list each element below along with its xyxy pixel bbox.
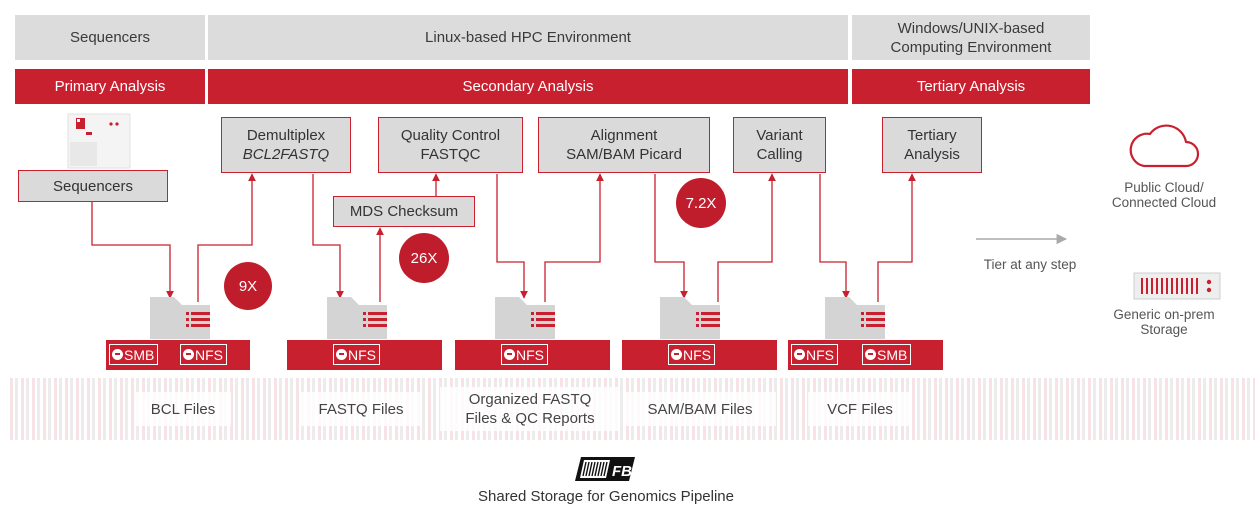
protocol-icon — [794, 349, 805, 360]
protocol-icon — [671, 349, 682, 360]
protocol-bar: SMB NFS — [106, 340, 250, 370]
cloud-icon — [1129, 124, 1200, 168]
speedup-badge-md5: 26X — [399, 233, 449, 283]
step-md5-checksum: MDS Checksum — [333, 196, 475, 227]
phase-tertiary: Tertiary Analysis — [852, 69, 1090, 104]
file-tier-fastq: FASTQ Files — [300, 392, 422, 426]
protocol-icon — [183, 349, 194, 360]
protocol-icon — [504, 349, 515, 360]
protocol-bar: NFS — [622, 340, 777, 370]
protocol-icon — [865, 349, 876, 360]
protocol-chip: NFS — [333, 344, 380, 365]
protocol-chip: NFS — [180, 344, 227, 365]
env-linux-hpc: Linux-based HPC Environment — [208, 15, 848, 60]
protocol-bar: NFS — [455, 340, 610, 370]
file-tier-sambam: SAM/BAM Files — [624, 392, 776, 426]
step-sequencers: Sequencers — [18, 170, 168, 202]
public-cloud-label: Public Cloud/ Connected Cloud — [1111, 180, 1217, 210]
folder-icon — [495, 297, 555, 339]
speedup-badge-demux: 9X — [224, 262, 272, 310]
tier-any-step-label: Tier at any step — [983, 257, 1077, 272]
protocol-bar: NFS SMB — [788, 340, 943, 370]
protocol-bar: NFS — [287, 340, 442, 370]
footer-caption: Shared Storage for Genomics Pipeline — [478, 488, 734, 505]
file-tier-organized: Organized FASTQ Files & QC Reports — [440, 387, 620, 431]
phase-secondary: Secondary Analysis — [208, 69, 848, 104]
onprem-storage-label: Generic on-prem Storage — [1113, 307, 1215, 337]
speedup-badge-align: 7.2X — [676, 178, 726, 228]
server-icon — [1133, 272, 1221, 300]
env-sequencers: Sequencers — [15, 15, 205, 60]
step-alignment: Alignment SAM/BAM Picard — [538, 117, 710, 173]
file-tier-vcf: VCF Files — [808, 392, 912, 426]
protocol-chip: NFS — [668, 344, 715, 365]
folder-icon — [660, 297, 720, 339]
env-windows-unix: Windows/UNIX-based Computing Environment — [852, 15, 1090, 60]
step-tertiary-analysis: Tertiary Analysis — [882, 117, 982, 173]
protocol-chip: SMB — [862, 344, 912, 365]
svg-text:FB: FB — [612, 463, 632, 480]
phase-primary: Primary Analysis — [15, 69, 205, 104]
folder-icon — [327, 297, 387, 339]
step-variant-calling: Variant Calling — [733, 117, 826, 173]
protocol-chip: NFS — [501, 344, 548, 365]
protocol-chip: NFS — [791, 344, 838, 365]
step-demultiplex: Demultiplex BCL2FASTQ — [221, 117, 351, 173]
step-quality-control: Quality Control FASTQC — [378, 117, 523, 173]
protocol-icon — [336, 349, 347, 360]
sequencer-device-icon — [67, 113, 131, 169]
file-tier-bcl: BCL Files — [135, 392, 231, 426]
protocol-icon — [112, 349, 123, 360]
folder-icon — [825, 297, 885, 339]
folder-icon — [150, 297, 210, 339]
flashblade-logo: FB — [575, 457, 635, 481]
protocol-chip: SMB — [109, 344, 159, 365]
